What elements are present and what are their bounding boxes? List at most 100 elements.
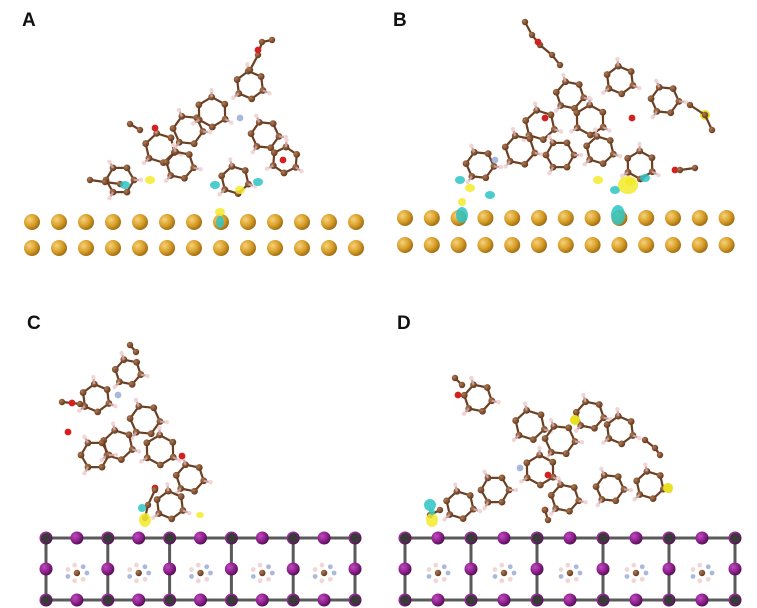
carbon-atom [191, 487, 198, 495]
hydrogen-atom [579, 439, 585, 445]
carbon-atom [563, 139, 571, 147]
carbon-atom [595, 401, 603, 408]
hydrogen-atom [245, 61, 250, 67]
carbon-atom [609, 150, 617, 158]
carbon-atom [98, 439, 106, 447]
carbon-atom [636, 147, 644, 155]
cation-atom [319, 562, 325, 568]
cation-atom [632, 569, 640, 577]
carbon-atom [185, 151, 193, 158]
panel-label-d: D [397, 313, 411, 334]
chain-atom [76, 400, 84, 408]
cation-atom [195, 562, 201, 568]
carbon-atom [591, 424, 598, 432]
hydrogen-atom [99, 457, 105, 463]
charge-density-lobe [139, 513, 151, 527]
cation-atom [208, 570, 213, 576]
carbon-atom [483, 384, 491, 391]
gold-atom [51, 214, 67, 230]
gold-atom [638, 237, 655, 253]
chain-atom [556, 61, 564, 69]
hydrogen-atom [228, 157, 233, 162]
hydrogen-atom [157, 425, 162, 431]
carbon-atom [669, 85, 677, 93]
cation-atom [705, 576, 711, 582]
gold-atom [267, 214, 283, 230]
panel-label-b: B [393, 10, 407, 31]
hydrogen-atom [607, 128, 612, 133]
cation-atom [80, 564, 86, 570]
charge-density-lobe [640, 174, 650, 182]
carbon-atom [125, 431, 133, 439]
chain-atom [86, 176, 94, 184]
iodine-atom [464, 562, 478, 576]
iodine-atom [728, 562, 742, 576]
hydrogen-atom [619, 173, 625, 179]
carbon-atom [228, 162, 236, 170]
chain-atom [268, 36, 276, 44]
gold-atom [423, 237, 440, 253]
hydrogen-atom [573, 428, 579, 433]
lead-atom [730, 533, 740, 543]
molecule-d [424, 374, 673, 527]
charge-density-lobe [145, 176, 155, 184]
carbon-atom [649, 495, 657, 503]
carbon-atom [501, 143, 509, 151]
carbon-atom [552, 88, 560, 96]
carbon-atom [156, 461, 164, 469]
iodine-atom [629, 531, 643, 545]
panel-label-c: C [27, 313, 41, 334]
gold-atom [665, 237, 681, 253]
lead-atom [664, 595, 674, 605]
iodine-atom [563, 531, 577, 545]
hydrogen-atom [547, 134, 552, 140]
gold-atom [504, 237, 521, 253]
carbon-atom [563, 163, 571, 171]
hydrogen-atom [556, 475, 561, 481]
hydrogen-atom [187, 510, 192, 516]
hydrogen-atom [498, 164, 504, 170]
hydrogen-atom [207, 129, 213, 135]
carbon-atom [221, 100, 229, 108]
cation-atom [84, 570, 90, 576]
cation-atom [73, 569, 81, 577]
carbon-atom [633, 477, 641, 485]
lead-atom [102, 595, 113, 605]
carbon-atom [190, 140, 198, 148]
chain-atom [641, 436, 649, 444]
cation-atom [426, 574, 432, 579]
cation-atom [492, 574, 498, 579]
cation-atom [127, 574, 133, 579]
gold-atom [105, 240, 121, 256]
oxygen-atom [151, 124, 159, 132]
cation-atom [195, 578, 201, 584]
lead-atom [41, 595, 51, 605]
carbon-atom [128, 380, 136, 388]
carbon-atom [111, 366, 119, 373]
gold-atom [51, 240, 67, 256]
hydrogen-atom [548, 417, 554, 423]
hydrogen-atom [139, 459, 144, 464]
molecule-c [58, 341, 213, 527]
charge-density-lobe [429, 509, 435, 515]
hydrogen-atom [171, 142, 176, 148]
hydrogen-atom [593, 127, 598, 132]
carbon-atom [462, 160, 470, 168]
carbon-atom [614, 473, 622, 481]
gold-atom [504, 210, 521, 226]
lead-atom [532, 533, 542, 543]
hydrogen-atom [628, 487, 634, 493]
lead-atom [730, 595, 740, 605]
gold-atom [477, 237, 494, 253]
carbon-atom [575, 81, 583, 88]
cation-atom [441, 564, 447, 570]
cation-atom [189, 567, 194, 572]
chain-atom [458, 381, 466, 389]
hydrogen-atom [284, 137, 289, 143]
hydrogen-atom [548, 511, 554, 516]
hydrogen-atom [477, 509, 483, 514]
hydrogen-atom [583, 499, 588, 505]
nitrogen-atom [236, 114, 244, 122]
carbon-atom [484, 150, 492, 158]
cation-atom [142, 576, 148, 582]
